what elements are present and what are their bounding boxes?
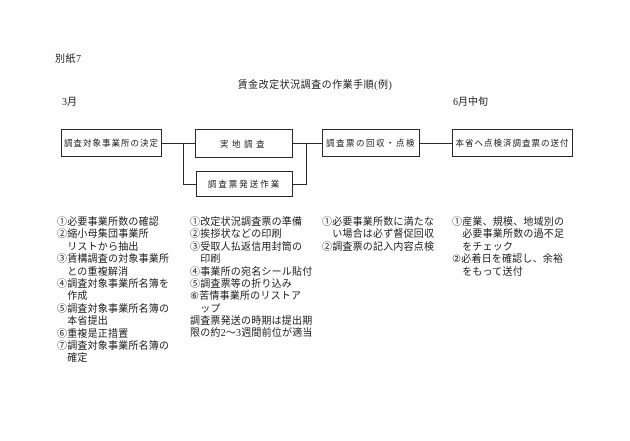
notes-dispatch-timing-note: 調査票発送の時期は提出期 限の約2～3週間前位が適当 [190,316,313,340]
notes-column-collection: ①必要事業所数に満たな い場合は必ず督促回収 ②調査票の記入内容点検 [322,217,435,253]
connector-line [162,143,183,144]
connector-line [293,184,306,185]
connector-line [420,143,452,144]
notes-column-sending: ①産業、規模、地域別の 必要事業所数の過不足 をチェック ②必着日を確認し、余裕… [452,217,565,278]
flow-box-collection-inspection: 調査票の回収・点検 [322,129,420,157]
flow-box-decide-target-establishments: 調査対象事業所の決定 [61,129,162,157]
notes-column-dispatch-tasks: ①改定状況調査票の準備 ②挨拶状などの印刷 ③受取人払返信用封筒の 印刷 ④事業… [190,217,313,315]
connector-line [183,143,184,185]
notes-column-target-selection: ①必要事業所数の確認 ②縮小母集団事業所 リストから抽出 ③賃構調査の対象事業所… [57,217,170,365]
timeline-month-end: 6月中旬 [453,97,488,108]
flow-box-questionnaire-dispatch: 調査票発送作業 [196,171,293,197]
flow-box-field-survey: 実地調査 [195,129,293,158]
timeline-month-start: 3月 [62,97,77,108]
connector-line [184,143,195,144]
doc-label: 別紙7 [55,54,82,65]
page-title: 賃金改定状況調査の作業手順(例) [237,80,393,91]
connector-line [306,143,307,185]
flow-box-send-to-ministry: 本省へ点検済調査票の送付 [452,129,573,157]
connector-line [293,143,322,144]
connector-line [184,184,196,185]
